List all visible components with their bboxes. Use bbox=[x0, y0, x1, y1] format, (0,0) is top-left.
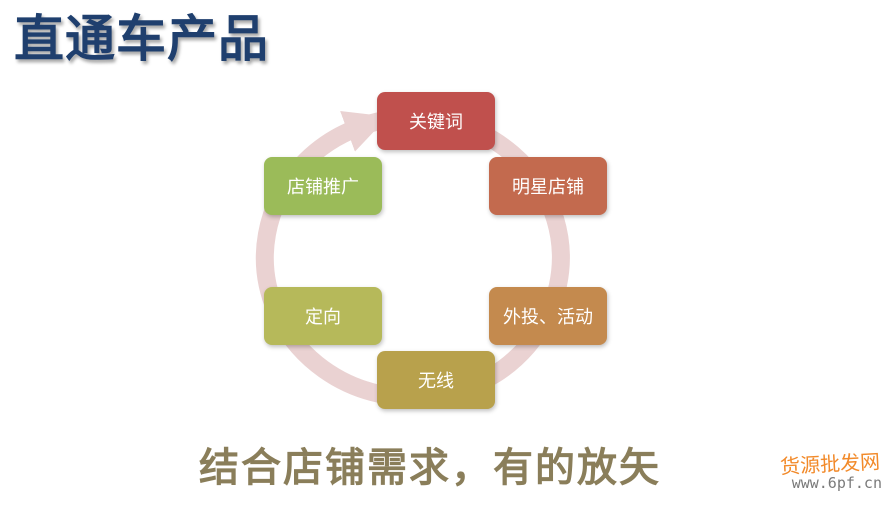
cycle-node-label: 明星店铺 bbox=[512, 177, 584, 198]
watermark-url: www.6pf.cn bbox=[791, 474, 882, 492]
cycle-node-store-promotion: 店铺推广 bbox=[264, 157, 382, 215]
cycle-node-label: 关键词 bbox=[409, 112, 463, 133]
cycle-node-star-store: 明星店铺 bbox=[489, 157, 607, 215]
cycle-node-external-activity: 外投、活动 bbox=[489, 287, 607, 345]
cycle-node-wireless: 无线 bbox=[377, 351, 495, 409]
cycle-node-keywords: 关键词 bbox=[377, 92, 495, 150]
cycle-node-label: 无线 bbox=[418, 371, 454, 392]
cycle-node-label: 定向 bbox=[305, 307, 341, 328]
page-title: 直通车产品 bbox=[14, 10, 269, 68]
caption: 结合店铺需求，有的放矢 bbox=[199, 445, 661, 491]
cycle-node-targeting: 定向 bbox=[264, 287, 382, 345]
cycle-node-label: 外投、活动 bbox=[503, 307, 593, 328]
cycle-node-label: 店铺推广 bbox=[287, 177, 359, 198]
